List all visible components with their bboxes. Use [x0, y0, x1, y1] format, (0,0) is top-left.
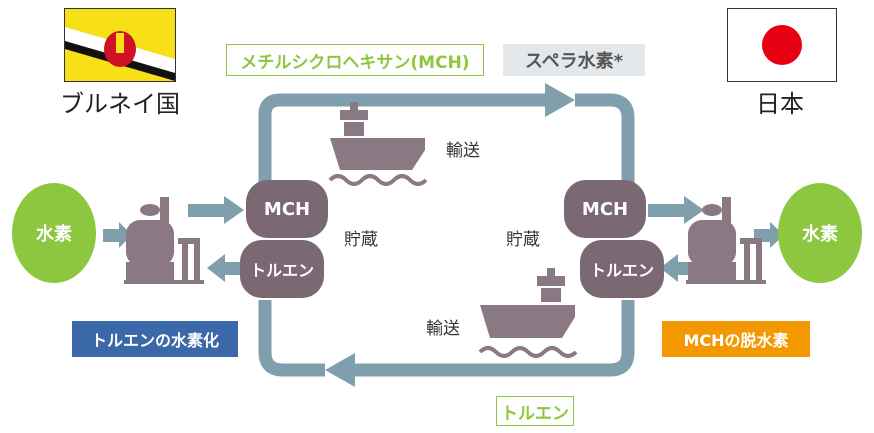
ship-icon-bottom	[478, 268, 578, 358]
japan-flag	[727, 8, 837, 82]
process-label-dehydrogenation: MCHの脱水素	[662, 321, 810, 357]
mch-product-label: メチルシクロヘキサン(MCH)	[226, 44, 484, 76]
storage-label-right: 貯蔵	[506, 230, 540, 250]
transport-label-bottom: 輸送	[426, 319, 460, 339]
loop-arrow-bottom-head	[325, 353, 355, 387]
mch-tank-right: MCH	[564, 180, 646, 238]
ship-icon-top	[328, 102, 428, 186]
country-label-japan: 日本	[756, 90, 804, 118]
spera-hydrogen-label: スペラ水素*	[503, 44, 645, 76]
arrow-plant-to-mch-left	[188, 196, 244, 224]
process-label-hydrogenation: トルエンの水素化	[72, 321, 238, 357]
toluene-tank-left: トルエン	[240, 240, 324, 298]
loop-arrow-bottom	[355, 300, 635, 377]
arrow-hydrogen-to-plant-left	[103, 222, 132, 248]
hydrogen-circle-left: 水素	[12, 183, 96, 283]
hydrogen-circle-right: 水素	[778, 183, 862, 283]
mch-tank-left: MCH	[246, 180, 328, 238]
brunei-flag	[64, 8, 176, 82]
toluene-product-label: トルエン	[496, 396, 574, 426]
country-label-brunei: ブルネイ国	[60, 90, 180, 118]
loop-return-top-right	[575, 93, 635, 190]
loop-arrow-top-head	[545, 83, 575, 117]
plant-icon-left	[124, 197, 204, 284]
loop-return-bottom-left	[258, 300, 325, 377]
plant-icon-right	[686, 197, 766, 284]
toluene-tank-right: トルエン	[580, 240, 664, 298]
storage-label-left: 貯蔵	[344, 230, 378, 250]
arrow-mch-to-plant-right	[648, 196, 704, 224]
loop-arrow-top	[258, 93, 545, 190]
transport-label-top: 輸送	[446, 141, 480, 161]
